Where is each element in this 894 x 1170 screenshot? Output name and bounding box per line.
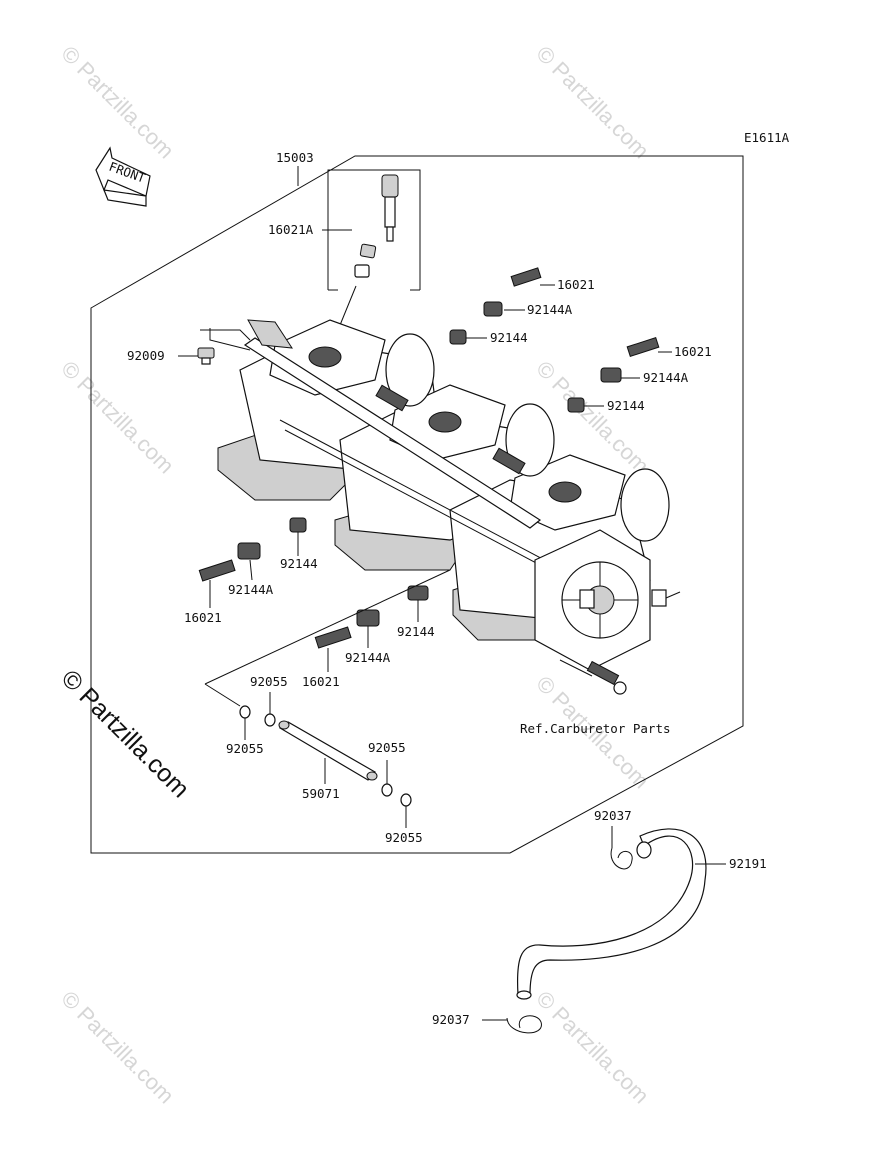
callout-92144A: 92144A <box>345 650 391 665</box>
callout-92055: 92055 <box>226 741 264 756</box>
callout-92191: 92191 <box>729 856 767 871</box>
watermark: © Partzilla.com <box>56 41 179 164</box>
hose-92191 <box>516 828 707 1000</box>
callout-92055: 92055 <box>250 674 288 689</box>
front-arrow-icon: FRONT <box>95 146 151 207</box>
callout-59071: 59071 <box>302 786 340 801</box>
pipe-59071 <box>278 720 378 781</box>
o-ring-92055 <box>381 783 393 797</box>
callout-92144A: 92144A <box>228 582 274 597</box>
callout-92055: 92055 <box>368 740 406 755</box>
o-ring-92055 <box>264 713 276 727</box>
spring-92144-right <box>567 397 585 413</box>
callout-92144: 92144 <box>490 330 528 345</box>
ref-carburetor-note: Ref.Carburetor Parts <box>520 721 671 736</box>
callout-16021A: 16021A <box>268 222 314 237</box>
jet-needle-16021A <box>354 174 399 278</box>
callout-92055: 92055 <box>385 830 423 845</box>
callout-92037: 92037 <box>594 808 632 823</box>
leader-lines <box>178 166 726 1021</box>
o-ring-92055 <box>400 793 412 807</box>
screw-16021-right <box>626 336 660 358</box>
callout-92037: 92037 <box>432 1012 470 1027</box>
callout-16021: 16021 <box>184 610 222 625</box>
spring-92144A-top <box>483 301 503 317</box>
callout-92144: 92144 <box>397 624 435 639</box>
spring-92144-top <box>449 329 467 345</box>
watermark-main: © Partzilla.com <box>56 664 195 803</box>
diagram-code: E1611A <box>744 130 790 145</box>
callout-16021: 16021 <box>674 344 712 359</box>
callout-92144: 92144 <box>607 398 645 413</box>
screw-16021-left <box>198 559 236 582</box>
callout-92144A: 92144A <box>643 370 689 385</box>
watermark: © Partzilla.com <box>531 41 654 164</box>
callout-16021: 16021 <box>557 277 595 292</box>
callout-92144A: 92144A <box>527 302 573 317</box>
callout-92144: 92144 <box>280 556 318 571</box>
clamp-92037 <box>506 1015 542 1034</box>
assembly-outline <box>90 155 744 854</box>
callout-15003: 15003 <box>276 150 314 165</box>
screw-16021-top <box>510 267 542 287</box>
carburetor-assembly <box>217 319 681 671</box>
screw-92009 <box>197 347 215 365</box>
o-ring-92055 <box>239 705 251 719</box>
callout-92009: 92009 <box>127 348 165 363</box>
clamp-92037 <box>610 847 633 870</box>
watermark: © Partzilla.com <box>56 986 179 1109</box>
watermark: © Partzilla.com <box>56 356 179 479</box>
carburetor-bolt <box>559 659 627 695</box>
spring-92144A-right <box>600 367 622 383</box>
spring-92144A-lower <box>356 609 380 627</box>
callout-16021: 16021 <box>302 674 340 689</box>
callout-labels: 15003 16021A 92009 16021 92144A 92144 16… <box>127 150 767 1027</box>
spring-92144A-left <box>237 542 261 560</box>
watermark: © Partzilla.com <box>531 986 654 1109</box>
spring-92144-left <box>289 517 307 533</box>
screw-16021-lower <box>314 626 352 649</box>
